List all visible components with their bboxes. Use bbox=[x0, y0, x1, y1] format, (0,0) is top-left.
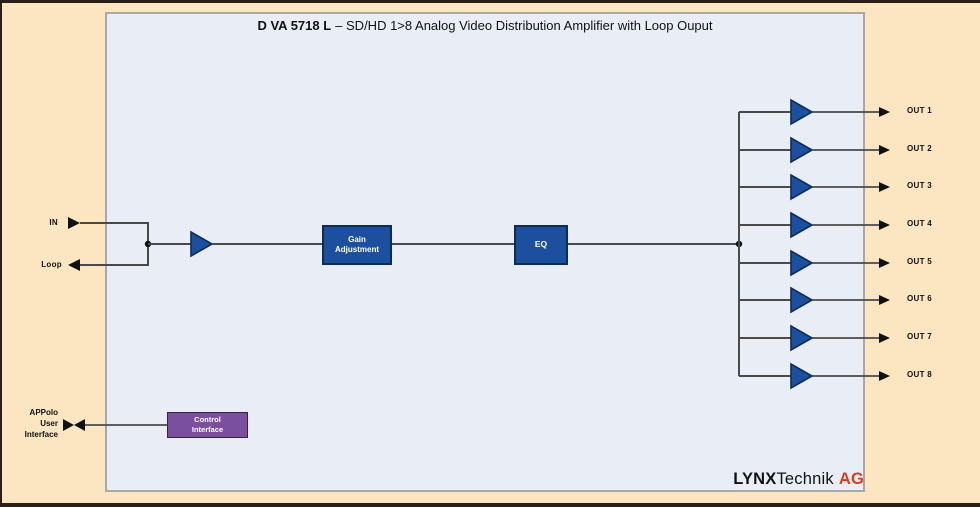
control-block-line2: Interface bbox=[191, 425, 224, 434]
logo-ag: AG bbox=[838, 470, 864, 488]
logo-technik: Technik bbox=[776, 470, 834, 488]
page-title: D VA 5718 L– SD/HD 1>8 Analog Video Dist… bbox=[105, 18, 865, 33]
gain-adjustment-block: Gain Adjustment bbox=[322, 225, 392, 265]
logo-lynx: LYNX bbox=[733, 470, 777, 488]
loop-arrow-icon bbox=[68, 259, 80, 271]
control-block-line1: Control bbox=[194, 415, 221, 425]
output-arrow-icon bbox=[879, 258, 890, 268]
appolo-user-interface-label: APPolo User Interface bbox=[4, 407, 58, 440]
bidirectional-arrow-icon bbox=[74, 419, 85, 431]
output-arrow-icon bbox=[879, 295, 890, 305]
output-label-3: OUT 3 bbox=[907, 181, 933, 190]
gain-block-line2: Adjustment bbox=[335, 245, 379, 254]
output-arrow-icon bbox=[879, 145, 890, 155]
output-label-2: OUT 2 bbox=[907, 144, 933, 153]
in-port-label: IN bbox=[49, 218, 58, 227]
output-arrow-icon bbox=[879, 182, 890, 192]
appolo-line1: APPolo bbox=[29, 408, 58, 417]
appolo-line2: User bbox=[40, 419, 58, 428]
output-arrow-icon bbox=[879, 371, 890, 381]
control-interface-block: Control Interface bbox=[167, 412, 248, 438]
loop-port-label: Loop bbox=[41, 260, 62, 269]
in-arrow-icon bbox=[68, 217, 80, 229]
title-description: – SD/HD 1>8 Analog Video Distribution Am… bbox=[335, 18, 713, 33]
output-label-1: OUT 1 bbox=[907, 106, 933, 115]
output-label-7: OUT 7 bbox=[907, 332, 933, 341]
output-label-4: OUT 4 bbox=[907, 219, 933, 228]
bidirectional-arrow-icon bbox=[63, 419, 74, 431]
output-arrow-icon bbox=[879, 107, 890, 117]
gain-block-line1: Gain bbox=[348, 234, 366, 244]
eq-block: EQ bbox=[514, 225, 568, 265]
eq-block-label: EQ bbox=[534, 239, 548, 250]
output-label-5: OUT 5 bbox=[907, 257, 933, 266]
appolo-line3: Interface bbox=[24, 430, 58, 439]
model-number: D VA 5718 L bbox=[257, 18, 332, 33]
output-label-8: OUT 8 bbox=[907, 370, 933, 379]
output-arrow-icon bbox=[879, 333, 890, 343]
output-label-6: OUT 6 bbox=[907, 294, 933, 303]
output-arrow-icon bbox=[879, 220, 890, 230]
